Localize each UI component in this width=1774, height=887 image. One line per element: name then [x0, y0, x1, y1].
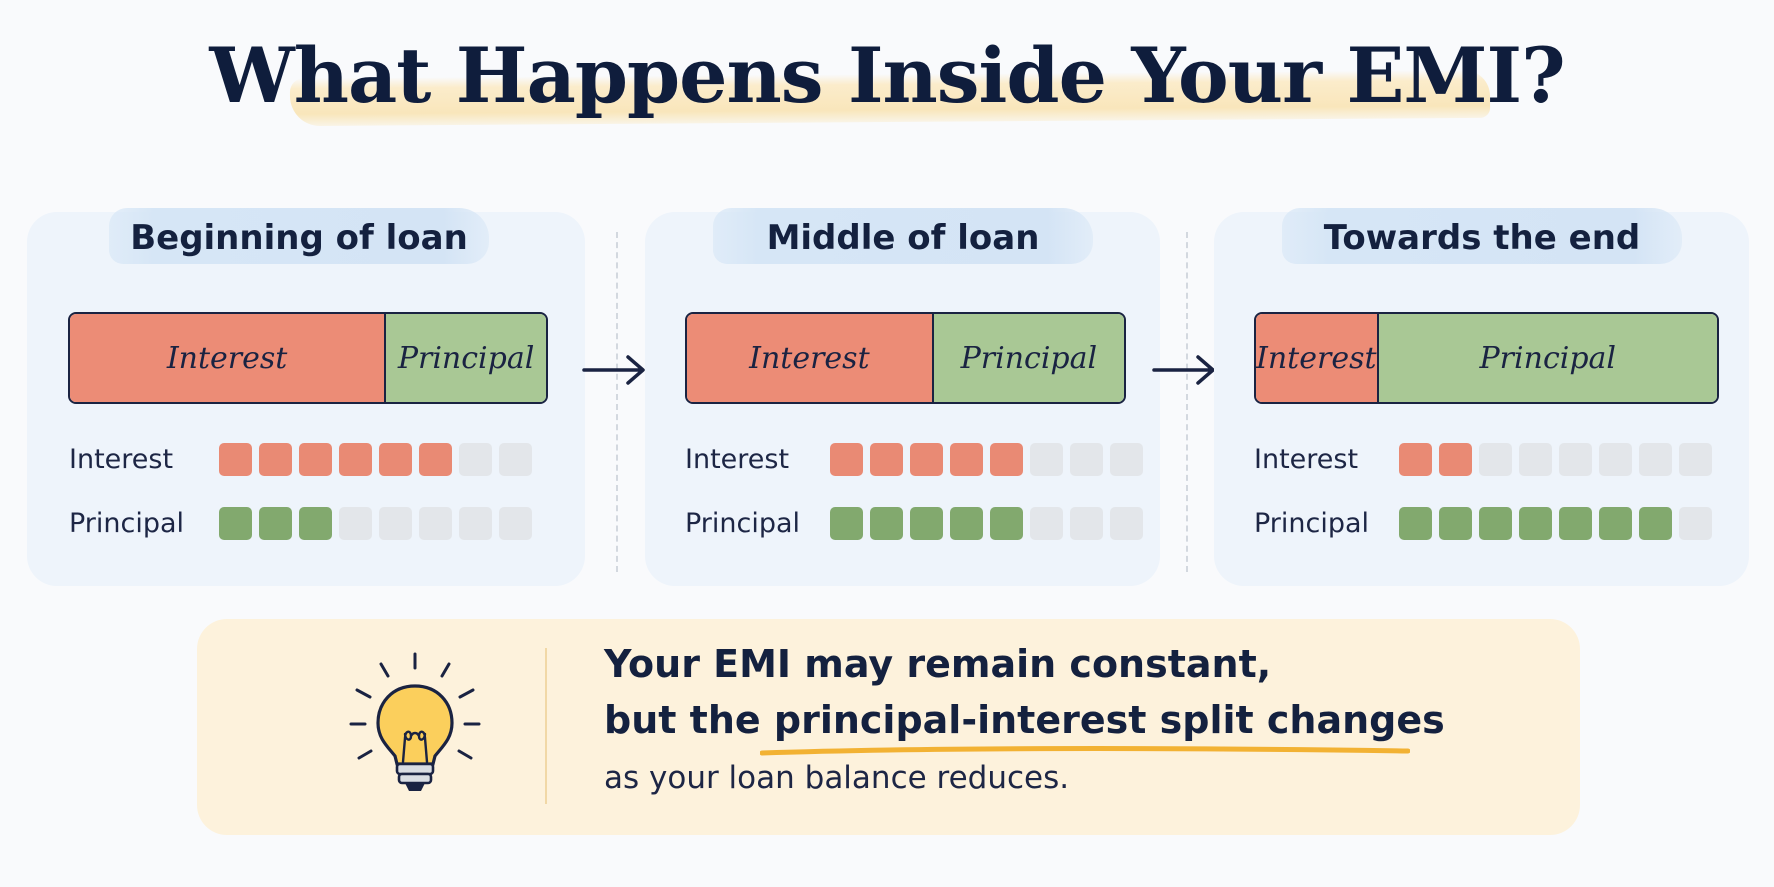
principal-square-empty [499, 506, 532, 540]
interest-segment: Interest [70, 314, 385, 402]
emi-split-bar: Interest Principal [68, 312, 548, 404]
interest-square-empty [1479, 442, 1512, 476]
stage-title-highlight [1282, 208, 1682, 264]
row-label: Principal [685, 507, 801, 539]
interest-square-empty [1639, 442, 1672, 476]
interest-squares [1399, 442, 1712, 476]
principal-square-filled [1599, 506, 1632, 540]
principal-square-empty [1030, 506, 1063, 540]
interest-row: Interest [1254, 440, 1712, 478]
title-area: What Happens Inside Your EMI? [0, 24, 1774, 134]
interest-squares [219, 442, 532, 476]
stage-panel-beginning: Beginning of loan Interest Principal Int… [27, 208, 585, 586]
principal-square-filled [1519, 506, 1552, 540]
interest-square-empty [1110, 442, 1143, 476]
row-label: Interest [1254, 443, 1359, 475]
interest-square-filled [219, 442, 252, 476]
stage-title: Beginning of loan [130, 218, 468, 258]
interest-square-filled [259, 442, 292, 476]
arrow-right-icon [582, 355, 645, 385]
row-label: Principal [1254, 507, 1370, 539]
interest-square-filled [830, 442, 863, 476]
interest-square-filled [299, 442, 332, 476]
tip-headline: Your EMI may remain constant, [604, 642, 1272, 686]
stage-panel-middle: Middle of loan Interest Principal Intere… [645, 208, 1160, 586]
principal-square-empty [339, 506, 372, 540]
tip-prefix: but the [604, 698, 774, 742]
interest-square-empty [1559, 442, 1592, 476]
page-title: What Happens Inside Your EMI? [209, 31, 1565, 120]
stage-divider [1186, 232, 1188, 572]
principal-square-filled [299, 506, 332, 540]
stage-title-highlight [713, 208, 1093, 264]
interest-segment: Interest [687, 314, 932, 402]
principal-segment: Principal [1376, 314, 1717, 402]
principal-square-empty [1070, 506, 1103, 540]
interest-square-filled [1399, 442, 1432, 476]
principal-segment: Principal [384, 314, 546, 402]
principal-square-filled [830, 506, 863, 540]
interest-square-filled [1439, 442, 1472, 476]
stage-title-highlight [109, 208, 489, 264]
stage-title: Middle of loan [766, 218, 1040, 258]
interest-square-filled [950, 442, 983, 476]
interest-square-filled [339, 442, 372, 476]
tip-highlight-text: principal-interest split changes [773, 698, 1445, 742]
interest-square-filled [910, 442, 943, 476]
stage-divider [616, 232, 618, 572]
principal-square-filled [1479, 506, 1512, 540]
principal-square-filled [950, 506, 983, 540]
principal-squares [1399, 506, 1712, 540]
principal-square-empty [379, 506, 412, 540]
principal-row: Principal [69, 504, 532, 542]
interest-square-empty [1030, 442, 1063, 476]
principal-square-empty [459, 506, 492, 540]
principal-square-filled [219, 506, 252, 540]
interest-segment: Interest [1256, 314, 1377, 402]
interest-square-empty [1070, 442, 1103, 476]
lightbulb-icon [349, 652, 481, 791]
tip-divider [545, 648, 547, 804]
interest-square-empty [1599, 442, 1632, 476]
tip-subtext: as your loan balance reduces. [604, 760, 1070, 796]
interest-row: Interest [69, 440, 532, 478]
row-label: Principal [69, 507, 185, 539]
principal-squares [830, 506, 1143, 540]
stage-panel-end: Towards the end Interest Principal Inter… [1214, 208, 1749, 586]
principal-square-empty [419, 506, 452, 540]
row-label: Interest [685, 443, 790, 475]
interest-square-empty [1679, 442, 1712, 476]
principal-row: Principal [1254, 504, 1712, 542]
interest-square-filled [870, 442, 903, 476]
principal-square-filled [1559, 506, 1592, 540]
interest-square-empty [499, 442, 532, 476]
principal-square-filled [259, 506, 292, 540]
interest-row: Interest [685, 440, 1143, 478]
principal-square-empty [1679, 506, 1712, 540]
principal-square-filled [1639, 506, 1672, 540]
row-label: Interest [69, 443, 174, 475]
principal-square-filled [1439, 506, 1472, 540]
interest-square-filled [419, 442, 452, 476]
principal-square-filled [990, 506, 1023, 540]
interest-square-empty [1519, 442, 1552, 476]
principal-segment: Principal [931, 314, 1124, 402]
emi-split-bar: Interest Principal [685, 312, 1126, 404]
principal-square-filled [910, 506, 943, 540]
principal-row: Principal [685, 504, 1143, 542]
principal-squares [219, 506, 532, 540]
highlight-underline [760, 746, 1410, 756]
principal-square-filled [870, 506, 903, 540]
principal-square-filled [1399, 506, 1432, 540]
interest-squares [830, 442, 1143, 476]
tip-highlight-line: but the principal-interest split changes [604, 698, 1445, 742]
principal-square-empty [1110, 506, 1143, 540]
interest-square-empty [459, 442, 492, 476]
interest-square-filled [379, 442, 412, 476]
interest-square-filled [990, 442, 1023, 476]
emi-split-bar: Interest Principal [1254, 312, 1719, 404]
arrow-right-icon [1152, 355, 1215, 385]
stage-title: Towards the end [1323, 218, 1641, 258]
